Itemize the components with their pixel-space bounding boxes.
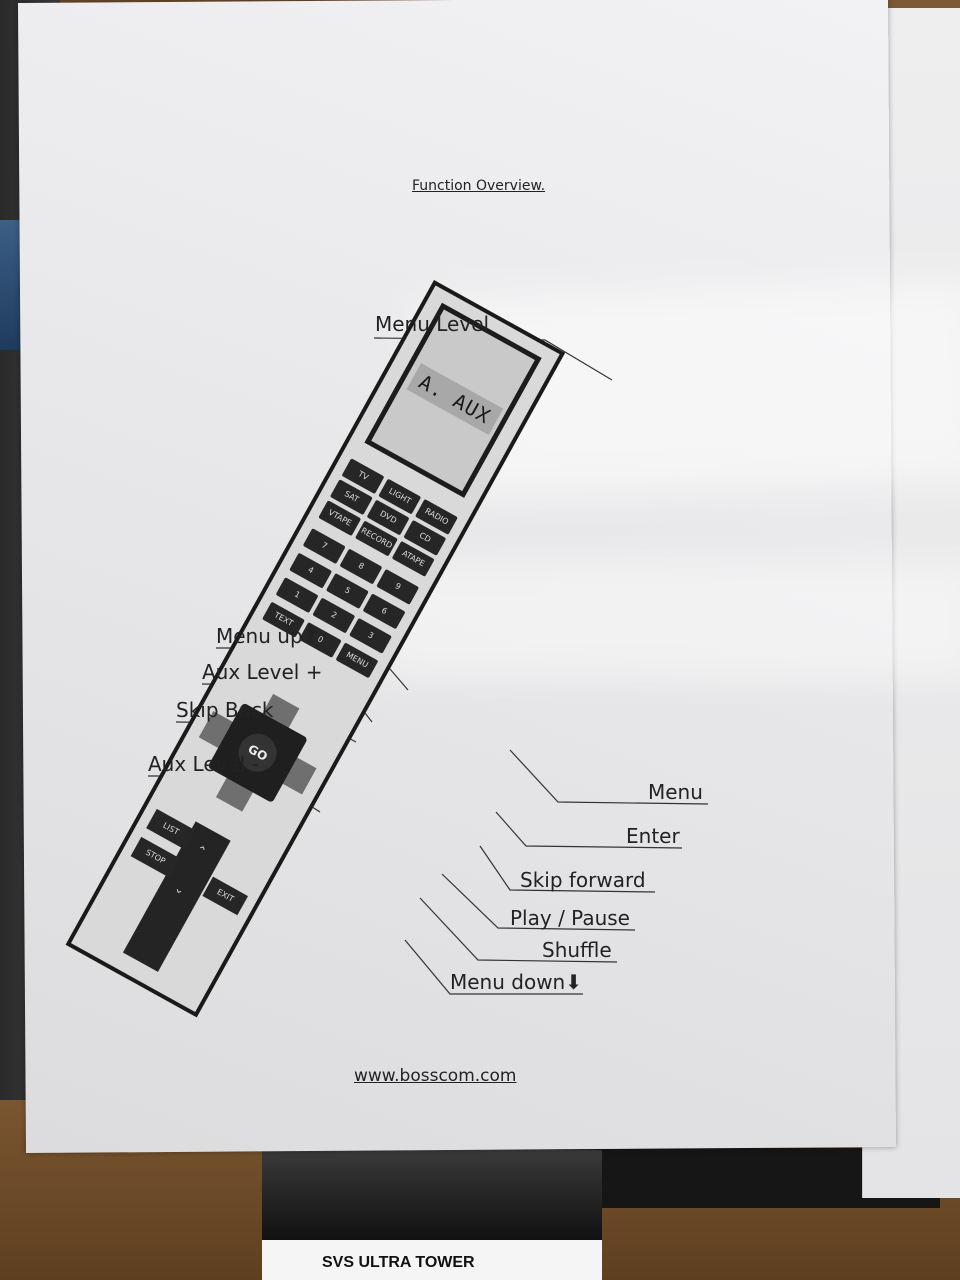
page-title: Function Overview. — [412, 178, 546, 194]
label-menu-up: Menu up⬆ — [216, 624, 320, 648]
box-product-image — [262, 1150, 602, 1240]
label-shuffle: Shuffle — [542, 938, 612, 962]
chevron-down-icon: ⌄ — [172, 880, 188, 898]
label-enter: Enter — [626, 824, 680, 848]
product-box — [262, 1150, 602, 1280]
arrow-down-icon: ⬇ — [565, 970, 582, 994]
label-skip-forward: Skip forward — [520, 868, 646, 892]
label-play-pause: Play / Pause — [510, 906, 630, 930]
label-menu-level: Menu Level — [375, 312, 490, 336]
website-url: www.bosscom.com — [354, 1066, 517, 1086]
label-menu-down: Menu down⬇ — [450, 970, 582, 994]
arrow-up-icon: ⬆ — [302, 624, 320, 648]
label-menu: Menu — [648, 780, 703, 804]
light-reflection — [380, 560, 960, 680]
label-aux-level-minus: Aux Level - — [148, 752, 259, 776]
lcd-display-text: A. AUX — [406, 363, 504, 435]
chevron-up-icon: ⌃ — [193, 842, 209, 860]
exit-button[interactable]: EXIT — [202, 876, 249, 916]
label-skip-back: Skip Back — [176, 698, 274, 722]
label-aux-level-plus: Aux Level + — [202, 660, 323, 684]
box-title: SVS ULTRA TOWER — [322, 1254, 475, 1271]
